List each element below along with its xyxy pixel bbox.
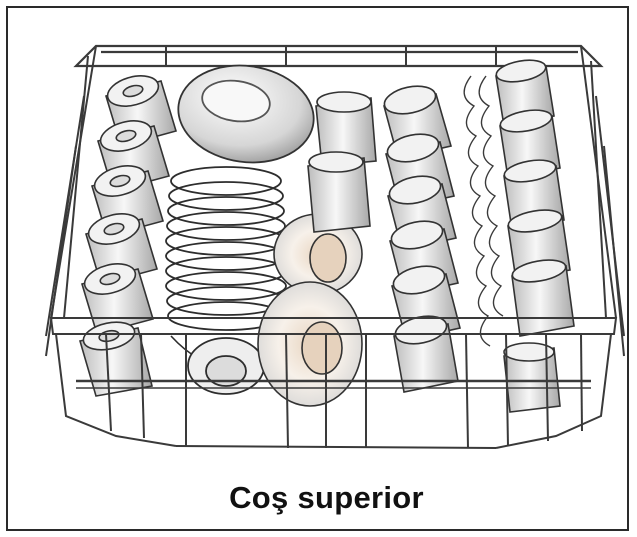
right-mug-row — [495, 59, 575, 413]
cup-rack-tines — [463, 75, 504, 347]
middle-cup-row — [307, 85, 461, 393]
bowl — [177, 64, 315, 164]
saucers — [257, 213, 363, 407]
basket-frame — [45, 45, 625, 449]
figure-caption: Coş superior — [229, 480, 424, 515]
left-cup-row — [78, 75, 178, 397]
basket-rim-back — [73, 44, 604, 68]
figure-frame: Coş superior — [6, 6, 629, 531]
upper-basket-illustration — [45, 44, 625, 449]
